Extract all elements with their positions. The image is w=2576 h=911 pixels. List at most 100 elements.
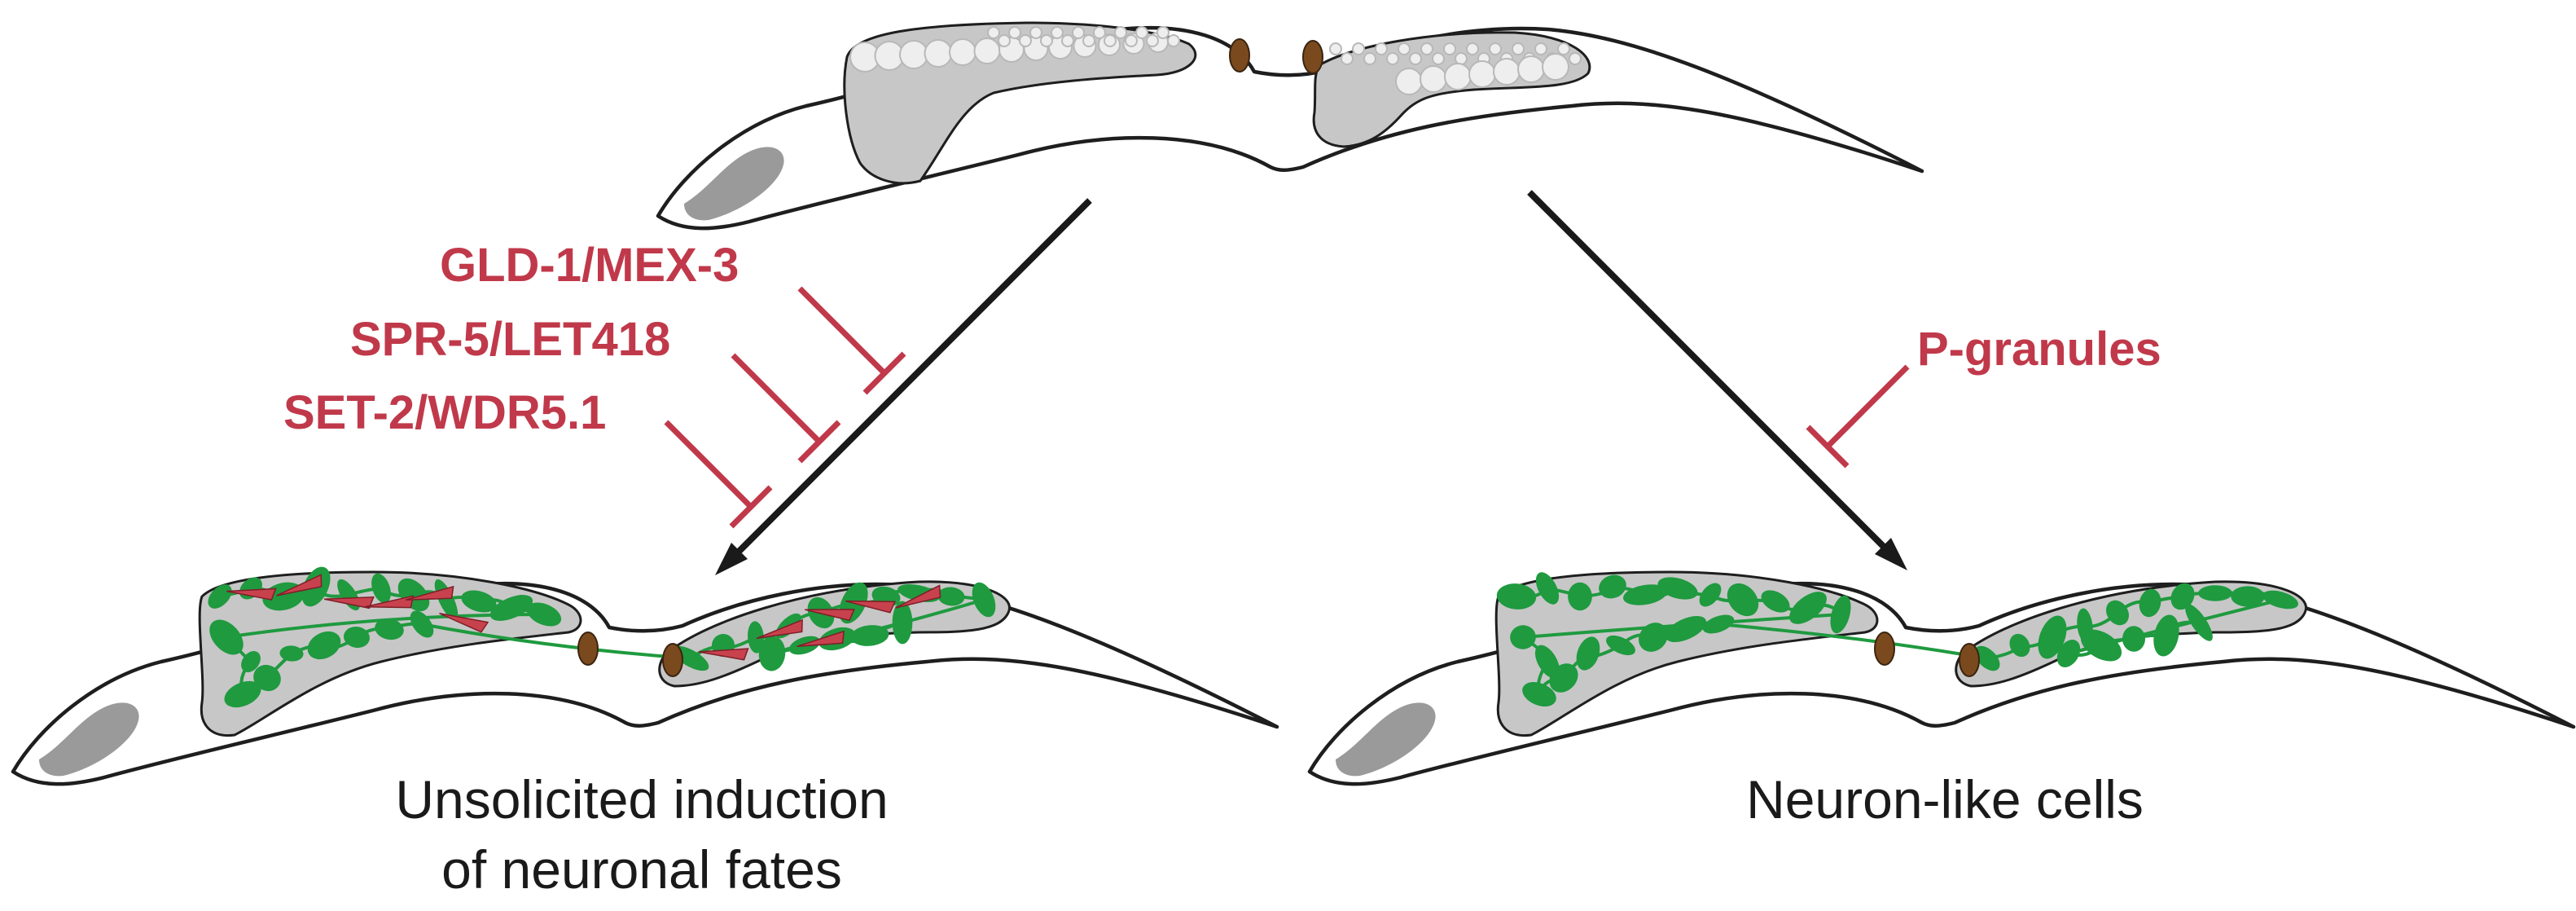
neuron-cell <box>748 621 764 654</box>
oocyte <box>899 40 928 69</box>
neuron-cell <box>1534 645 1560 679</box>
oocyte <box>1156 26 1170 39</box>
oocyte <box>1466 42 1479 55</box>
oocyte <box>1444 63 1472 90</box>
neuron-cell <box>2185 604 2213 641</box>
muscle-cell <box>756 618 803 640</box>
neurite <box>1717 623 1989 660</box>
neuron-cell <box>2231 586 2265 607</box>
muscle-cell <box>805 609 855 622</box>
oocyte <box>1443 42 1456 55</box>
caption-right: Neuron-like cells <box>1746 769 2144 830</box>
oocyte <box>924 39 953 68</box>
arrow-to-neuron-like-cells <box>1527 190 1907 570</box>
label-set2-wdr51: SET-2/WDR5.1 <box>283 386 606 439</box>
oocyte <box>1375 42 1388 55</box>
oocyte <box>1517 55 1545 83</box>
muscle-cell <box>796 630 845 648</box>
muscle-cell <box>698 648 749 661</box>
oocyte <box>949 38 976 66</box>
neuron-cell <box>2105 600 2130 626</box>
spermatheca-left <box>577 632 599 666</box>
neuron-cell <box>209 619 244 655</box>
oocyte <box>1398 42 1411 55</box>
oocyte <box>1019 34 1032 47</box>
oocyte-cluster <box>849 26 1582 95</box>
neuron-cell <box>375 618 404 640</box>
oocyte <box>1493 58 1521 86</box>
neuron-cell <box>1496 583 1537 610</box>
neuron-cell <box>253 664 281 692</box>
label-p-granules: P-granules <box>1917 323 2161 376</box>
neuron-cell <box>2038 615 2067 659</box>
green-neuron-cluster <box>1496 572 2298 707</box>
label-gld1-mex3: GLD-1/MEX-3 <box>440 239 739 292</box>
caption-left-line2: of neuronal fates <box>441 839 842 900</box>
neuron-cell <box>1974 645 2000 671</box>
oocyte <box>1008 26 1021 39</box>
inhibitor-spr5-let418 <box>731 353 841 464</box>
neuron-cell <box>1568 582 1592 611</box>
neuron-cell <box>1761 590 1790 613</box>
neuron-cell <box>1830 595 1851 634</box>
gonad-arm-anterior <box>1494 570 1879 737</box>
top-worm <box>658 21 1922 228</box>
oocyte <box>1341 52 1354 65</box>
oocyte <box>1455 52 1468 65</box>
oocyte <box>1363 52 1376 65</box>
oocyte <box>1557 42 1570 55</box>
neuron-cell <box>1699 583 1722 607</box>
neuron-cell <box>410 610 434 638</box>
oocyte <box>1114 26 1127 39</box>
neuron-cell <box>461 590 497 613</box>
spermatheca-right <box>1959 643 1980 677</box>
oocyte <box>1093 26 1106 39</box>
oocyte <box>1432 52 1445 65</box>
oocyte <box>1040 34 1053 47</box>
oocyte <box>1468 60 1496 88</box>
muscle-cell <box>895 584 941 609</box>
muscle-cell <box>439 613 489 633</box>
neuron-cell <box>241 651 261 672</box>
neuron-cell <box>208 584 232 609</box>
worm-neuronal-fates <box>13 566 1277 784</box>
spermatheca-left <box>1874 632 1895 666</box>
caption-left-line1: Unsolicited induction <box>395 769 888 830</box>
oocyte <box>1125 34 1138 47</box>
neuron-cell <box>1639 623 1668 652</box>
neuron-cell <box>434 579 459 621</box>
arrow-to-neuronal-fates <box>715 198 1092 575</box>
neuron-cell <box>972 582 996 618</box>
neuron-cell <box>344 626 370 649</box>
neuron-cell <box>1702 614 1735 634</box>
neuron-cell <box>2153 614 2179 657</box>
oocyte <box>1029 26 1042 39</box>
oocyte <box>998 34 1011 47</box>
oocyte <box>1329 42 1342 55</box>
oocyte <box>1061 34 1074 47</box>
neuron-cell <box>371 573 391 604</box>
label-spr5-let418: SPR-5/LET418 <box>350 313 670 366</box>
neuron-cell <box>2139 588 2161 618</box>
oocyte <box>1534 42 1547 55</box>
inhibitor-set2-wdr51 <box>664 420 773 529</box>
red-muscle-cluster <box>226 574 941 661</box>
oocyte <box>1542 53 1569 81</box>
neuron-cell <box>1606 635 1635 656</box>
neuron-cell <box>937 587 965 606</box>
oocyte <box>1352 42 1365 55</box>
neuron-cell <box>892 601 913 645</box>
oocyte <box>1082 34 1095 47</box>
neuron-cell <box>489 595 533 621</box>
oocyte <box>1072 26 1085 39</box>
neuron-cell <box>1665 615 1707 643</box>
oocyte <box>1420 42 1433 55</box>
inhibitor-p-granules <box>1806 364 1910 469</box>
muscle-cell <box>226 588 277 601</box>
neuron-cell <box>1727 583 1759 617</box>
neuron-cell <box>526 602 562 627</box>
neuron-cell <box>1510 625 1536 649</box>
oocyte <box>1420 65 1447 93</box>
spermatheca-right <box>1302 40 1323 74</box>
neuron-cell <box>307 631 341 660</box>
